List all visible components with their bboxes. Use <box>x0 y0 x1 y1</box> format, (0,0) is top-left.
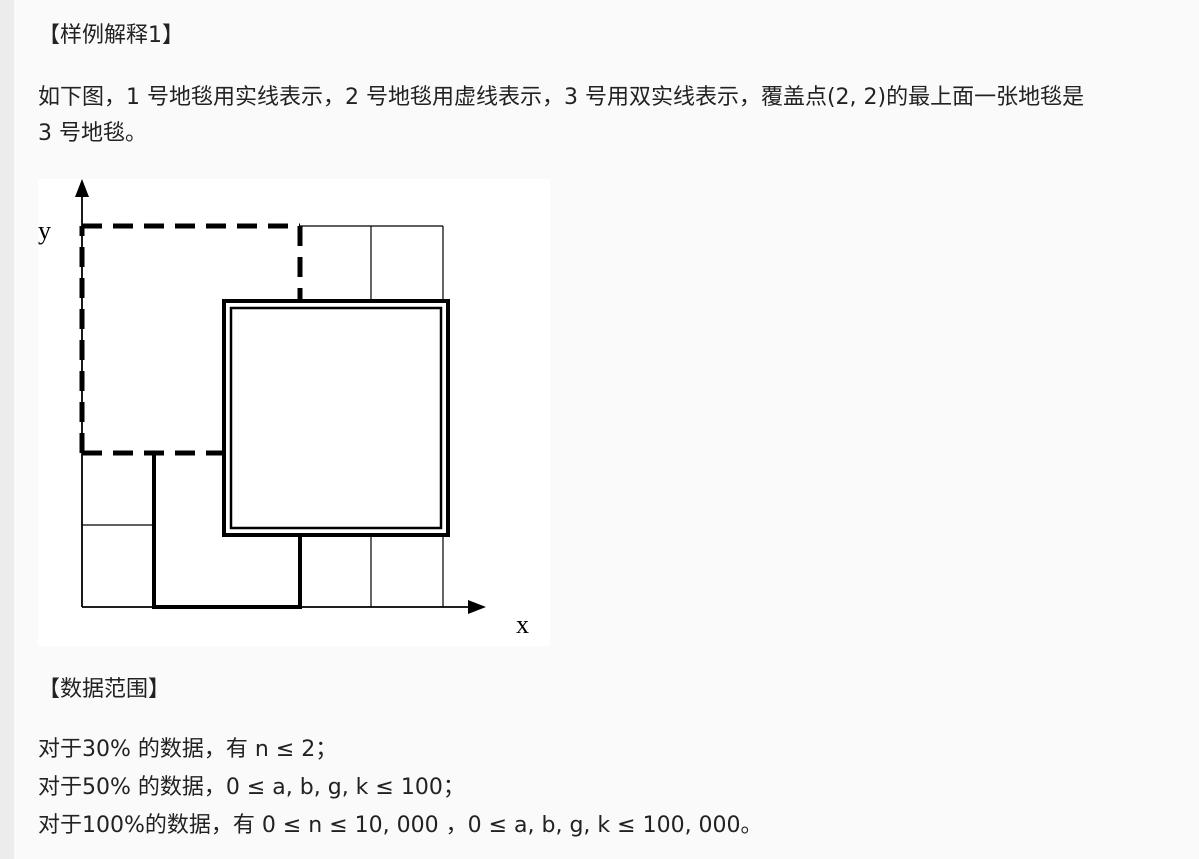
axes <box>81 191 474 608</box>
sample-explanation-line-2: 3 号地毯。 <box>38 121 147 146</box>
sample-explanation-text: 如下图，1 号地毯用实线表示，2 号地毯用虚线表示，3 号用双实线表示，覆盖点(… <box>38 80 1188 152</box>
sample-explanation-heading: 【样例解释1】 <box>38 23 184 48</box>
y-axis-label: y <box>38 216 51 245</box>
sample-explanation-line-1: 如下图，1 号地毯用实线表示，2 号地毯用虚线表示，3 号用双实线表示，覆盖点(… <box>38 85 1085 110</box>
carpet-2-dashed <box>79 223 303 456</box>
left-accent-bar <box>0 0 14 859</box>
data-range-line-2: 对于50% 的数据，0 ≤ a, b, g, k ≤ 100； <box>38 775 465 800</box>
data-range-line-1: 对于30% 的数据，有 n ≤ 2； <box>38 737 338 762</box>
x-axis-arrow <box>468 600 486 614</box>
grid-lines <box>82 225 444 607</box>
data-range-line-3: 对于100%的数据，有 0 ≤ n ≤ 10, 000 ，0 ≤ a, b, g… <box>38 813 763 838</box>
carpet-diagram: y x <box>38 179 550 646</box>
data-range-heading: 【数据范围】 <box>38 677 171 702</box>
carpet-1-solid <box>152 451 302 609</box>
carpet-3-double <box>222 299 450 537</box>
x-axis-label: x <box>516 610 529 639</box>
y-axis-arrow <box>75 179 89 197</box>
problem-content: 【样例解释1】 如下图，1 号地毯用实线表示，2 号地毯用虚线表示，3 号用双实… <box>14 0 1199 859</box>
